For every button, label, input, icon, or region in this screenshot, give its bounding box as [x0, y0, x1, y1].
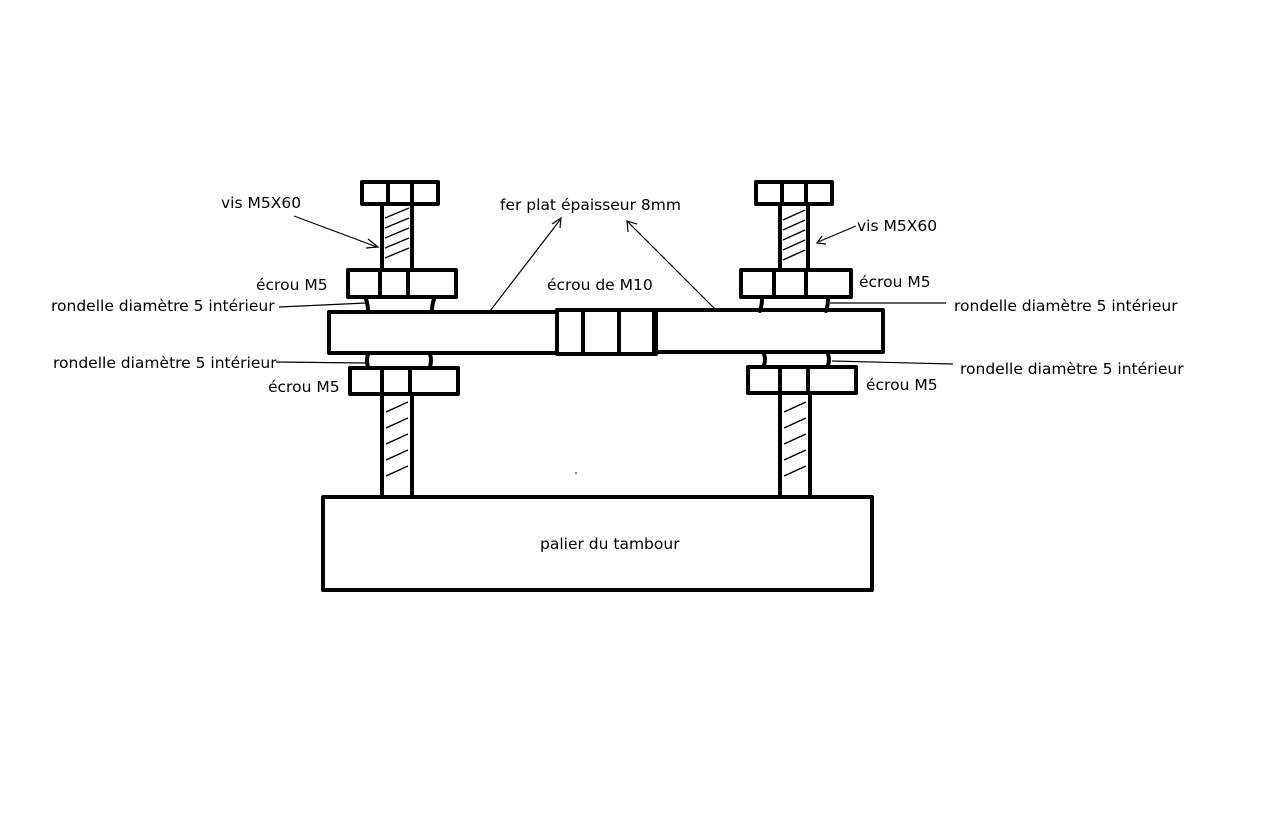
right-bottom-washer — [762, 352, 831, 367]
right-bolt-head — [754, 180, 834, 206]
left-bolt-upper-shank — [380, 202, 414, 272]
label-rondelle-right-top: rondelle diamètre 5 intérieur — [954, 297, 1178, 315]
label-fer-plat: fer plat épaisseur 8mm — [500, 196, 681, 214]
label-palier: palier du tambour — [540, 535, 680, 553]
stray-dot — [575, 472, 577, 474]
left-bolt-head — [360, 180, 440, 206]
label-ecrou-right-top: écrou M5 — [859, 273, 931, 291]
label-rondelle-left-top: rondelle diamètre 5 intérieur — [51, 297, 275, 315]
label-vis-left: vis M5X60 — [221, 194, 301, 212]
labels: vis M5X60 vis M5X60 fer plat épaisseur 8… — [51, 194, 1184, 553]
label-rondelle-right-bottom: rondelle diamètre 5 intérieur — [960, 360, 1184, 378]
label-ecrou-left-bottom: écrou M5 — [268, 378, 340, 396]
label-rondelle-left-bottom: rondelle diamètre 5 intérieur — [53, 354, 277, 372]
left-bolt-lower-shank — [380, 392, 414, 498]
m10-nut — [555, 308, 658, 356]
drum-bearing-block — [321, 495, 874, 592]
left-bottom-nut — [348, 366, 460, 396]
label-vis-right: vis M5X60 — [857, 217, 937, 235]
leader-lines — [275, 215, 954, 365]
left-top-nut — [346, 268, 458, 299]
label-ecrou-right-bottom: écrou M5 — [866, 376, 938, 394]
right-top-nut — [739, 268, 853, 299]
right-bolt-lower-shank — [778, 391, 812, 498]
left-bolt-assembly — [346, 180, 460, 498]
right-flat-bar — [654, 308, 885, 354]
right-bolt-assembly — [739, 180, 858, 498]
left-top-washer — [364, 297, 436, 313]
right-bolt-upper-shank — [778, 202, 810, 272]
label-ecrou-left-top: écrou M5 — [256, 276, 328, 294]
left-bottom-washer — [365, 352, 433, 369]
left-flat-bar — [327, 310, 559, 355]
label-ecrou-m10: écrou de M10 — [547, 276, 653, 294]
right-bottom-nut — [746, 365, 858, 395]
